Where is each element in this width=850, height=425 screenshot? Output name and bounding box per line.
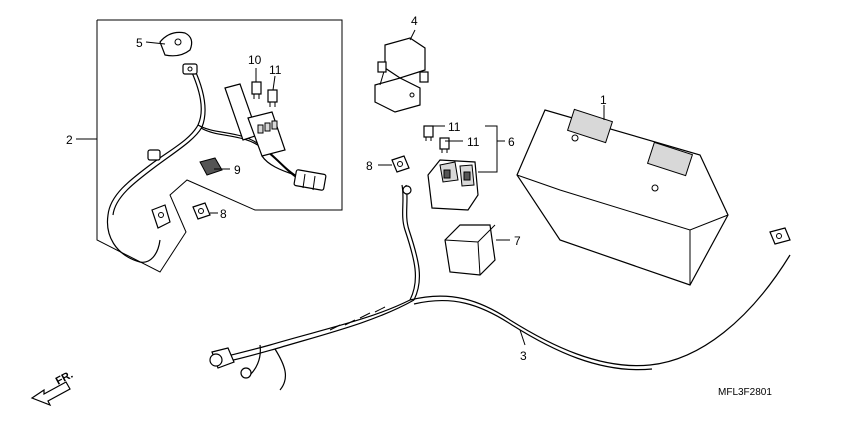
- part-11-fuse-middle-a: [423, 125, 434, 141]
- callout-2: 2: [66, 133, 73, 147]
- callout-1: 1: [600, 93, 607, 107]
- part-1-battery: [516, 108, 729, 286]
- part-5-cap: [159, 31, 193, 57]
- callout-5: 5: [136, 36, 143, 50]
- callout-11-upper: 11: [269, 63, 282, 77]
- part-10-fuse: [251, 81, 262, 99]
- callout-4: 4: [411, 14, 418, 28]
- diagram-code: MFL3F2801: [718, 387, 772, 398]
- callout-6: 6: [508, 135, 515, 149]
- part-8-bolt-upper: [391, 155, 410, 173]
- callout-11-middle-a: 11: [448, 120, 461, 134]
- callout-8-upper: 8: [366, 159, 373, 173]
- part-2-sub-harness: [106, 63, 327, 263]
- part-11-fuse-middle-b: [439, 137, 450, 153]
- part-8-bolt-lower: [192, 202, 211, 220]
- direction-label: FR.: [54, 369, 75, 388]
- part-11-fuse-upper: [267, 89, 278, 107]
- part-4-starter-relay: [374, 37, 429, 113]
- subharness-group-frame: [96, 19, 343, 273]
- front-direction-indicator: FR.: [30, 369, 75, 407]
- leader-lines: [76, 29, 605, 346]
- callout-3: 3: [520, 349, 527, 363]
- callout-10: 10: [248, 53, 262, 67]
- part-7-boot: [444, 224, 496, 276]
- callout-8-lower: 8: [220, 207, 227, 221]
- callout-labels: 1 2 3 4 5 6 7 8 8 9 10 11 11 11: [66, 14, 607, 363]
- part-3-main-harness: [209, 184, 791, 391]
- callout-11-middle-b: 11: [467, 135, 480, 149]
- fuse-box-assembly: [224, 83, 296, 176]
- part-9-cover: [199, 157, 223, 176]
- callout-9: 9: [234, 163, 241, 177]
- arrow-left-icon: [30, 381, 71, 407]
- callout-7: 7: [514, 234, 521, 248]
- part-6-holder: [427, 159, 479, 211]
